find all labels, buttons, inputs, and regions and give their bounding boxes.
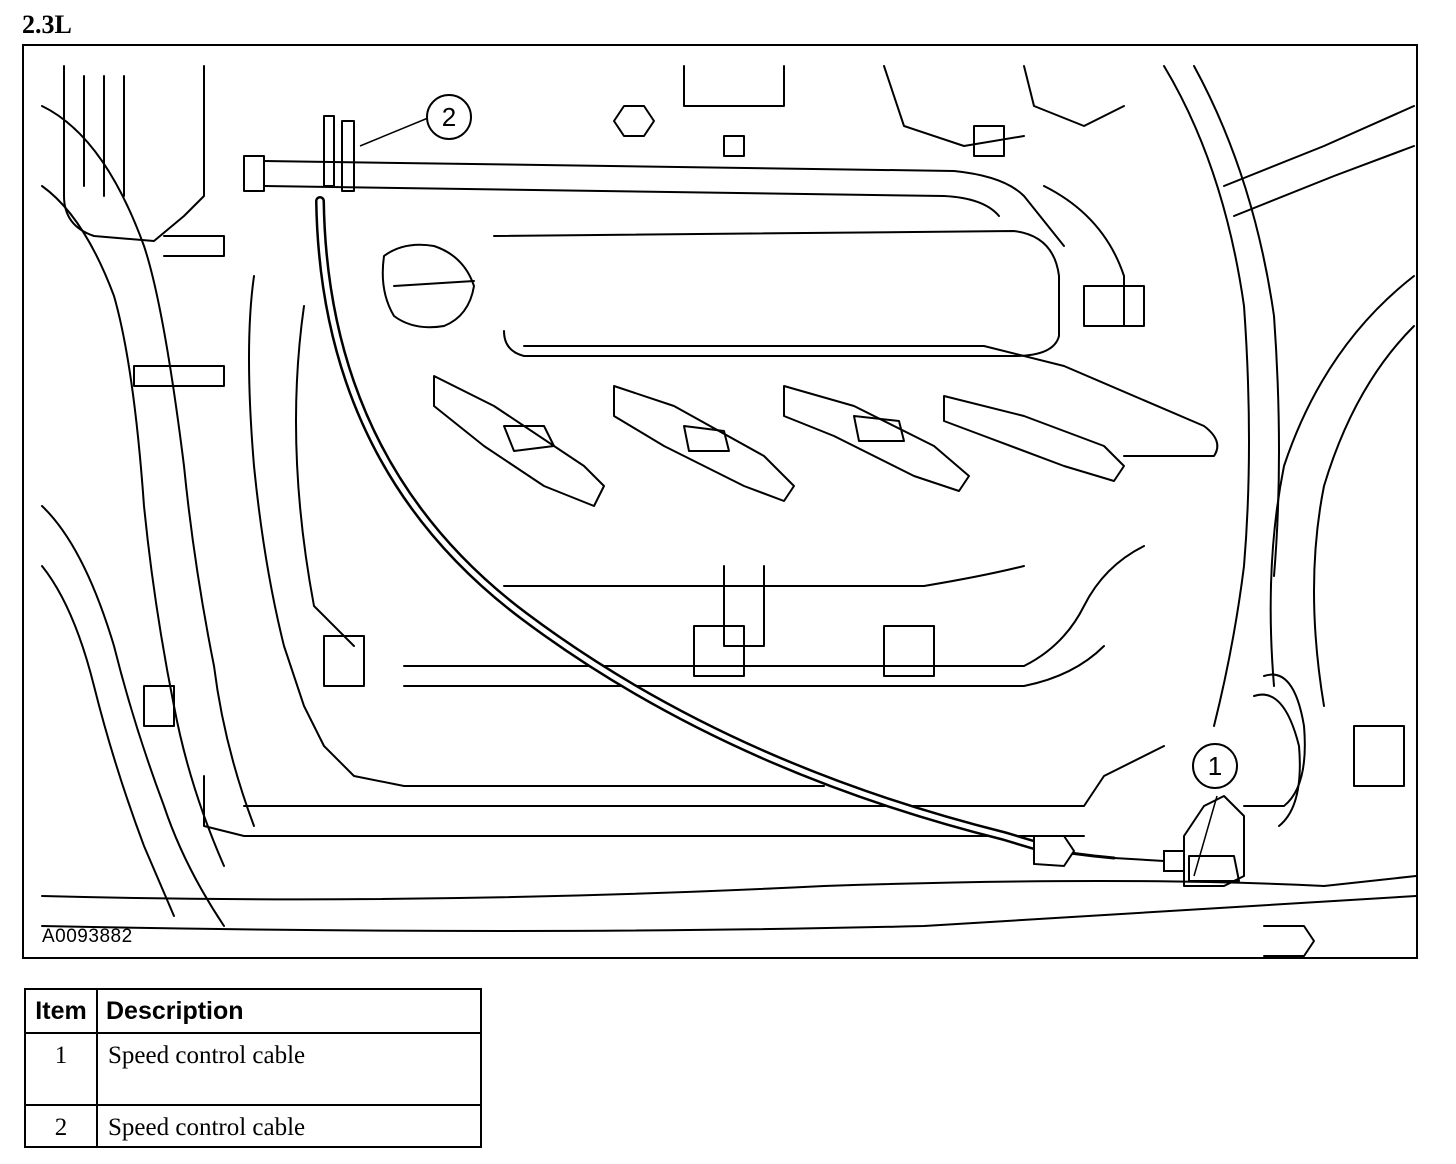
table-row: 1 Speed control cable	[24, 1032, 482, 1106]
table-row: 2 Speed control cable	[24, 1104, 482, 1148]
valve-cover	[381, 230, 1219, 457]
upper-right-components	[613, 65, 1125, 157]
legend-item-description: Speed control cable	[96, 1032, 482, 1106]
engine-diagram: 2 1 A0093882	[22, 44, 1418, 959]
callout-leaders	[359, 117, 1218, 877]
speed-control-cable	[315, 196, 1185, 872]
legend-table: Item Description 1 Speed control cable 2…	[24, 988, 482, 1148]
lower-manifold	[203, 275, 1165, 837]
legend-header-row: Item Description	[24, 988, 482, 1034]
legend-item-number: 1	[24, 1032, 98, 1106]
right-hoses	[1043, 65, 1415, 807]
legend-header-description: Description	[96, 988, 482, 1034]
callout-2: 2	[426, 94, 472, 140]
legend-header-item: Item	[24, 988, 98, 1034]
section-title: 2.3L	[22, 10, 72, 39]
legend-item-number: 2	[24, 1104, 98, 1148]
engine-line-drawing	[41, 65, 1416, 957]
left-fuel-rail-assembly	[41, 65, 255, 927]
legend-item-description: Speed control cable	[96, 1104, 482, 1148]
callout-1: 1	[1192, 743, 1238, 789]
frame-rail	[41, 875, 1416, 957]
ignition-coils	[433, 375, 1125, 507]
intake-tube	[243, 115, 1065, 247]
throttle-body-bracket	[1183, 693, 1301, 887]
figure-id-label: A0093882	[42, 926, 133, 947]
